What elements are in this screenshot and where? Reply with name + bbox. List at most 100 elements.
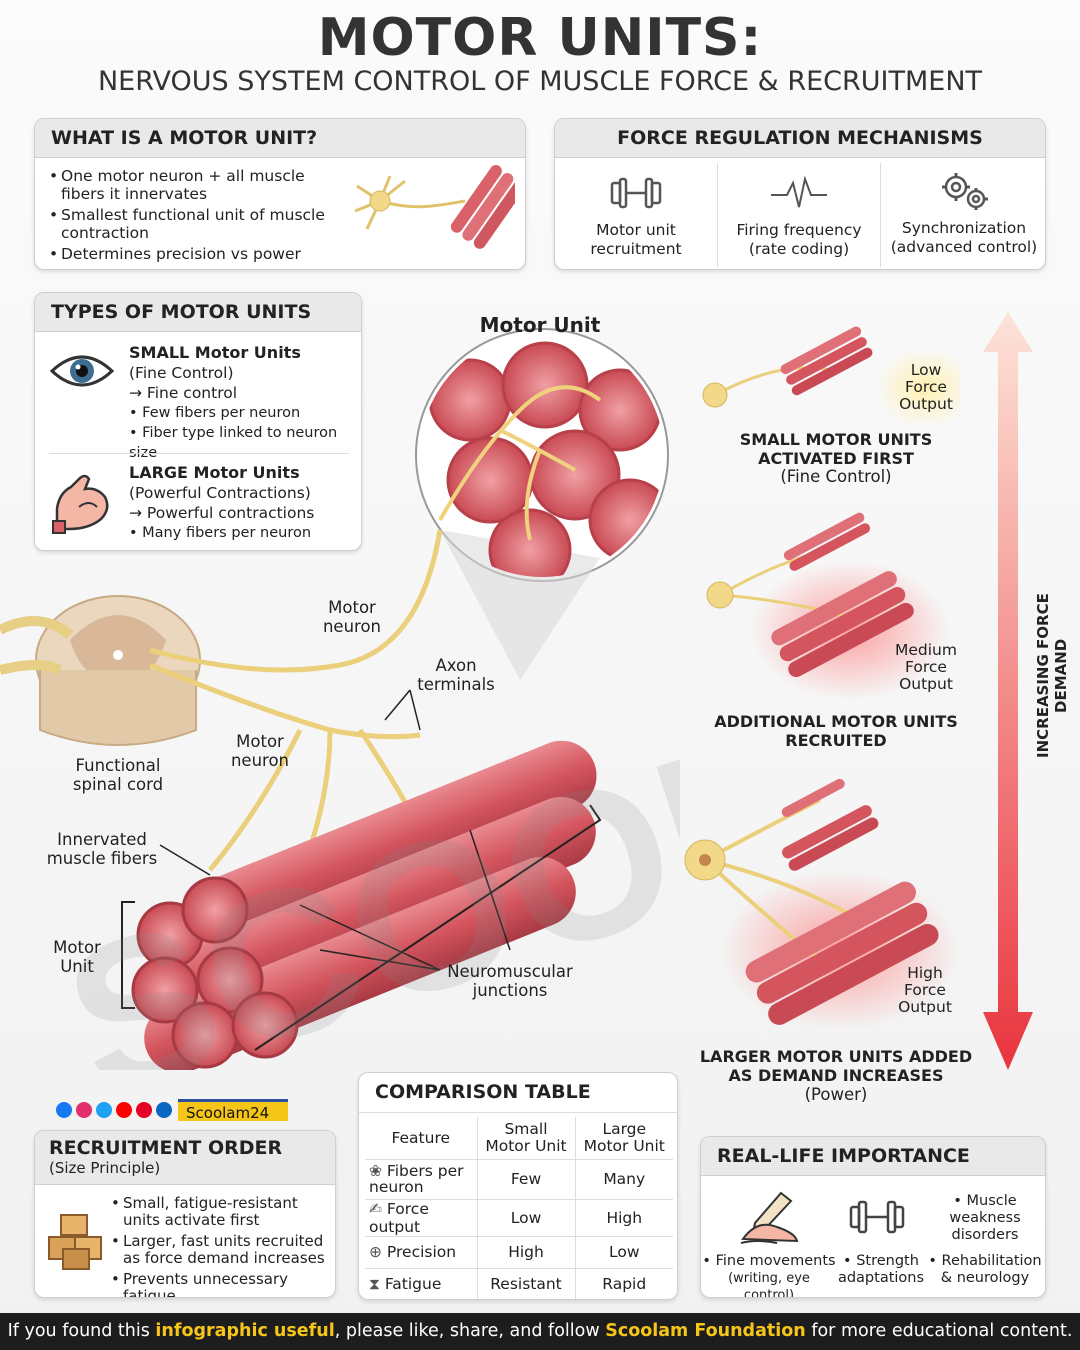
large-units-sub: (Powerful Contractions) bbox=[129, 484, 311, 502]
larger-line3: (Power) bbox=[804, 1085, 868, 1104]
arm-icon: ✍ bbox=[369, 1199, 387, 1218]
table-cell-feature: ⊕ Precision bbox=[365, 1236, 478, 1269]
force-mechanism-label: Firing frequency (rate coding) bbox=[736, 221, 862, 258]
weakness-line1: • Muscle bbox=[953, 1193, 1017, 1209]
table-header-cell: Large Motor Unit bbox=[575, 1117, 673, 1160]
table-row: ❀ Fibers per neuron Few Many bbox=[365, 1159, 673, 1200]
pulse-icon bbox=[771, 175, 827, 208]
types-card: TYPES OF MOTOR UNITS SMALL Motor Units (… bbox=[34, 292, 362, 551]
small-units-sub: (Fine Control) bbox=[129, 364, 234, 382]
motor-neuron-label: Motor neuron bbox=[322, 598, 382, 636]
recruitment-order-card: RECRUITMENT ORDER (Size Principle) Small… bbox=[34, 1130, 336, 1298]
hourglass-icon: ⧗ bbox=[369, 1274, 385, 1293]
table-header-cell: Small Motor Unit bbox=[477, 1117, 576, 1160]
what-is-bullet: One motor neuron + all muscle fibers it … bbox=[49, 167, 339, 203]
table-cell: Resistant bbox=[477, 1268, 576, 1299]
footer-highlight-2[interactable]: Scoolam Foundation bbox=[605, 1321, 806, 1341]
youtube-icon[interactable] bbox=[116, 1102, 132, 1118]
table-header-cell: Feature bbox=[365, 1117, 478, 1160]
neuron-fiber-illustration bbox=[354, 165, 515, 249]
twitter-icon[interactable] bbox=[96, 1102, 112, 1118]
motor-neuron-label-2: Motor neuron bbox=[230, 732, 290, 770]
real-life-item-1: • Fine movements (writing, eye control) bbox=[702, 1253, 836, 1298]
table-cell: Few bbox=[477, 1159, 576, 1200]
linkedin-icon[interactable] bbox=[156, 1102, 172, 1118]
additional-line1: ADDITIONAL MOTOR UNITS bbox=[714, 712, 958, 731]
force-mechanism-label: Motor unit recruitment bbox=[590, 221, 682, 258]
pinterest-icon[interactable] bbox=[136, 1102, 152, 1118]
recruitment-order-sub: (Size Principle) bbox=[49, 1159, 161, 1177]
table-row: ⊕ Precision High Low bbox=[365, 1236, 673, 1269]
table-cell: Low bbox=[575, 1236, 673, 1269]
types-heading: TYPES OF MOTOR UNITS bbox=[35, 293, 361, 332]
larger-line2: AS DEMAND INCREASES bbox=[728, 1066, 944, 1085]
large-unit-graphic bbox=[684, 778, 960, 1030]
larger-line1: LARGER MOTOR UNITS ADDED bbox=[699, 1047, 973, 1066]
facebook-icon[interactable] bbox=[56, 1102, 72, 1118]
force-regulation-heading: FORCE REGULATION MECHANISMS bbox=[555, 119, 1045, 158]
social-handle[interactable]: Scoolam24 bbox=[178, 1099, 288, 1122]
medium-unit-graphic bbox=[706, 512, 950, 700]
comparison-card: COMPARISON TABLE Feature Small Motor Uni… bbox=[358, 1072, 678, 1300]
spinal-cord-label: Functional spinal cord bbox=[72, 756, 164, 794]
large-units-bullet: • Many fibers per neuron bbox=[129, 525, 312, 541]
medium-force-output: Medium Force Output bbox=[895, 641, 957, 693]
real-life-item-2: • Strength adaptations bbox=[837, 1253, 925, 1286]
what-is-bullet: Smallest functional unit of muscle contr… bbox=[49, 206, 339, 242]
large-units-title: LARGE Motor Units bbox=[129, 463, 300, 482]
table-cell: High bbox=[575, 1199, 673, 1237]
table-cell: Rapid bbox=[602, 1275, 647, 1294]
table-cell: Low bbox=[477, 1199, 576, 1237]
small-first-line1: SMALL MOTOR UNITS bbox=[739, 430, 933, 449]
force-regulation-card: FORCE REGULATION MECHANISMS Motor unit r… bbox=[554, 118, 1046, 270]
table-cell-feature: ❀ Fibers per neuron bbox=[365, 1159, 478, 1200]
real-life-card: REAL-LIFE IMPORTANCE • Muscle weakness d… bbox=[700, 1136, 1046, 1298]
muscle-fiber-bundle bbox=[131, 740, 597, 1070]
fibers-icon: ❀ bbox=[369, 1162, 387, 1180]
footer-text-1: If you found this bbox=[7, 1321, 156, 1341]
types-divider bbox=[49, 453, 349, 454]
magnified-cross-section bbox=[415, 328, 669, 680]
dumbbell-icon bbox=[610, 177, 662, 209]
small-units-arrow: → Fine control bbox=[129, 384, 238, 402]
motor-unit-bracket-label: Motor Unit bbox=[53, 938, 101, 976]
force-mechanism-item: Motor unit recruitment bbox=[555, 163, 718, 267]
real-life-item-3: • Rehabilitation & neurology bbox=[928, 1253, 1042, 1286]
bundle-bracket bbox=[254, 804, 602, 1051]
instagram-icon[interactable] bbox=[76, 1102, 92, 1118]
table-cell-feature: ✍ Force output bbox=[365, 1199, 478, 1237]
weakness-line3: disorders bbox=[951, 1227, 1019, 1243]
axon-terminals-label: Axon terminals bbox=[417, 656, 495, 694]
small-first-line3: (Fine Control) bbox=[780, 467, 892, 486]
writing-hand-icon bbox=[740, 1191, 799, 1244]
recruitment-order-bullet: Small, fatigue-resistant units activate … bbox=[111, 1195, 329, 1229]
recruitment-order-bullet: Prevents unnecessary fatigue bbox=[111, 1271, 329, 1298]
motor-unit-illustration: SCOOLAM bbox=[0, 328, 680, 1070]
footer-text-3: for more educational content. bbox=[805, 1321, 1073, 1341]
recruitment-order-header: RECRUITMENT ORDER (Size Principle) bbox=[35, 1131, 335, 1185]
recruitment-order-bullet: Larger, fast units recruited as force de… bbox=[111, 1233, 329, 1267]
weakness-line2: weakness bbox=[949, 1210, 1021, 1226]
table-header-row: Feature Small Motor Unit Large Motor Uni… bbox=[365, 1117, 673, 1160]
target-icon: ⊕ bbox=[369, 1243, 387, 1261]
gears-icon bbox=[942, 173, 988, 210]
comparison-heading: COMPARISON TABLE bbox=[359, 1073, 677, 1113]
small-first-line2: ACTIVATED FIRST bbox=[758, 449, 914, 468]
high-force-output: High Force Output bbox=[898, 964, 952, 1016]
low-force-output: Low Force Output bbox=[899, 361, 953, 413]
large-units-arrow: → Powerful contractions bbox=[129, 504, 315, 522]
table-row: ⧗ Fatigue Resistant Rapid bbox=[365, 1268, 673, 1299]
recruitment-order-heading: RECRUITMENT ORDER bbox=[49, 1137, 283, 1159]
force-mechanism-item: Firing frequency (rate coding) bbox=[718, 163, 881, 267]
social-bar: Scoolam24 bbox=[56, 1098, 296, 1122]
what-is-heading: WHAT IS A MOTOR UNIT? bbox=[35, 119, 525, 158]
page-subtitle: NERVOUS SYSTEM CONTROL OF MUSCLE FORCE &… bbox=[97, 66, 983, 97]
flexed-arm-icon bbox=[52, 474, 109, 534]
recruitment-stages-illustration bbox=[684, 326, 960, 1030]
motor-unit-bracket bbox=[121, 901, 135, 1009]
boxes-icon bbox=[48, 1214, 102, 1270]
small-units-bullet: • Few fibers per neuron bbox=[129, 405, 301, 421]
footer-highlight-1: infographic useful bbox=[155, 1321, 335, 1341]
innervated-fibers-label: Innervated muscle fibers bbox=[46, 830, 158, 868]
